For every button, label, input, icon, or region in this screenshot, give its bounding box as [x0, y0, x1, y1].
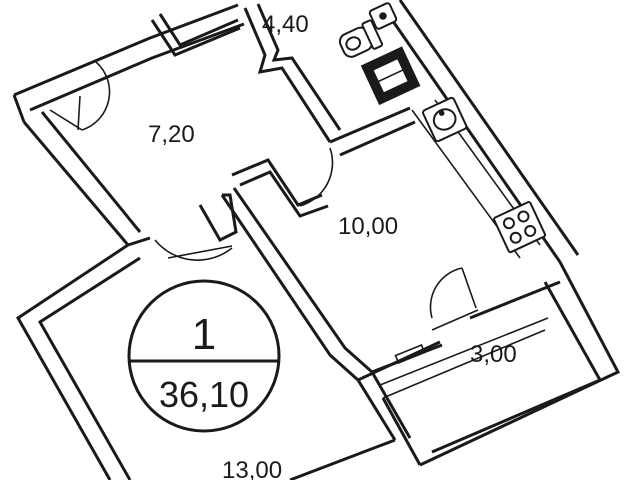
apartment-rooms-count: 1	[192, 310, 216, 359]
apartment-badge: 1 36,10	[127, 279, 281, 433]
toilet-icon	[338, 19, 384, 58]
apartment-total-area: 36,10	[159, 374, 249, 415]
stove-icon	[493, 201, 547, 254]
door-kitchen	[299, 147, 334, 207]
door-balcony	[429, 267, 463, 319]
room-area-bathroom: 4,40	[262, 11, 309, 38]
fixtures	[338, 2, 547, 259]
sink-icon	[422, 96, 468, 143]
doors	[49, 61, 477, 364]
door-hallway-living	[154, 239, 233, 261]
room-area-kitchen: 10,00	[338, 213, 398, 240]
room-area-hallway: 7,20	[148, 121, 195, 148]
washing-machine-icon	[360, 46, 421, 106]
interior-walls	[127, 3, 561, 441]
bath-tap-icon	[368, 2, 398, 30]
room-area-living: 13,00	[222, 457, 282, 480]
room-area-balcony: 3,00	[470, 341, 517, 368]
outer-walls	[12, 0, 621, 480]
